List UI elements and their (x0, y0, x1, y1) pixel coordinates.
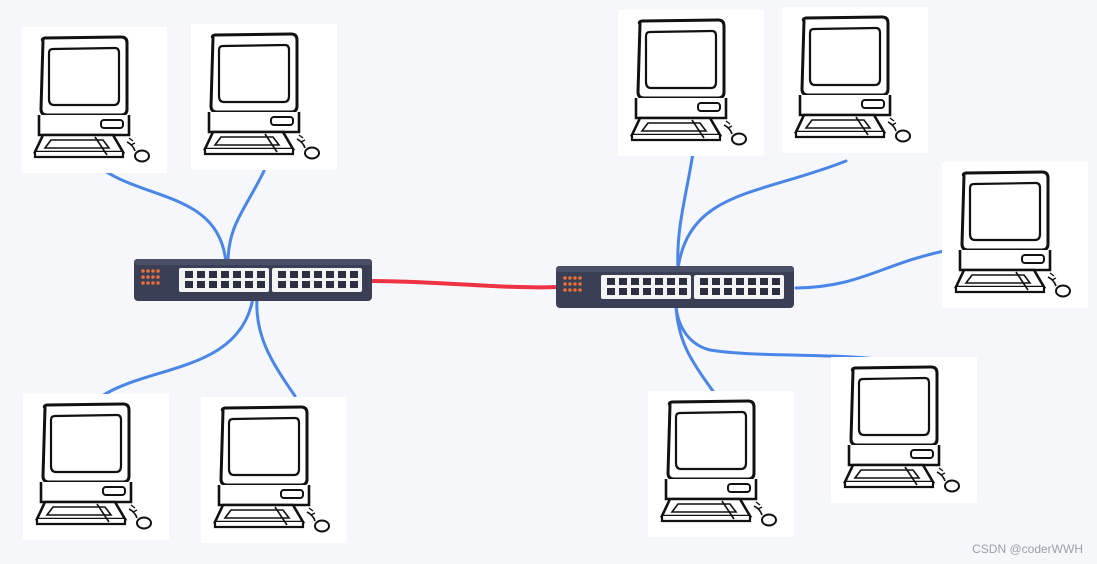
link-pc-right-3-switch-right (794, 249, 946, 290)
link-pc-right-5-switch-right (674, 304, 904, 364)
link-pc-right-2-switch-right (676, 159, 848, 270)
pc-right-3-desktop-computer-icon (940, 160, 1090, 310)
pc-right-1-desktop-computer-icon (616, 8, 766, 158)
link-pc-left-4-switch-left (255, 296, 297, 398)
pc-left-3-desktop-computer-icon (21, 392, 171, 542)
link-pc-left-3-switch-left (100, 296, 255, 398)
pc-left-2-desktop-computer-icon (189, 22, 339, 172)
trunk-link-switch-left-switch-right (369, 279, 559, 290)
switch-left-icon (134, 259, 372, 301)
watermark: CSDN @coderWWH (972, 542, 1083, 556)
pc-left-1-desktop-computer-icon (19, 25, 169, 175)
switch-right-icon (556, 266, 794, 308)
link-pc-left-1-switch-left (103, 169, 228, 265)
link-pc-left-2-switch-left (226, 169, 266, 265)
pc-left-4-desktop-computer-icon (199, 395, 349, 545)
pc-right-4-desktop-computer-icon (646, 389, 796, 539)
link-pc-right-1-switch-right (676, 144, 696, 270)
pc-right-5-desktop-computer-icon (829, 355, 979, 505)
pc-right-2-desktop-computer-icon (780, 5, 930, 155)
